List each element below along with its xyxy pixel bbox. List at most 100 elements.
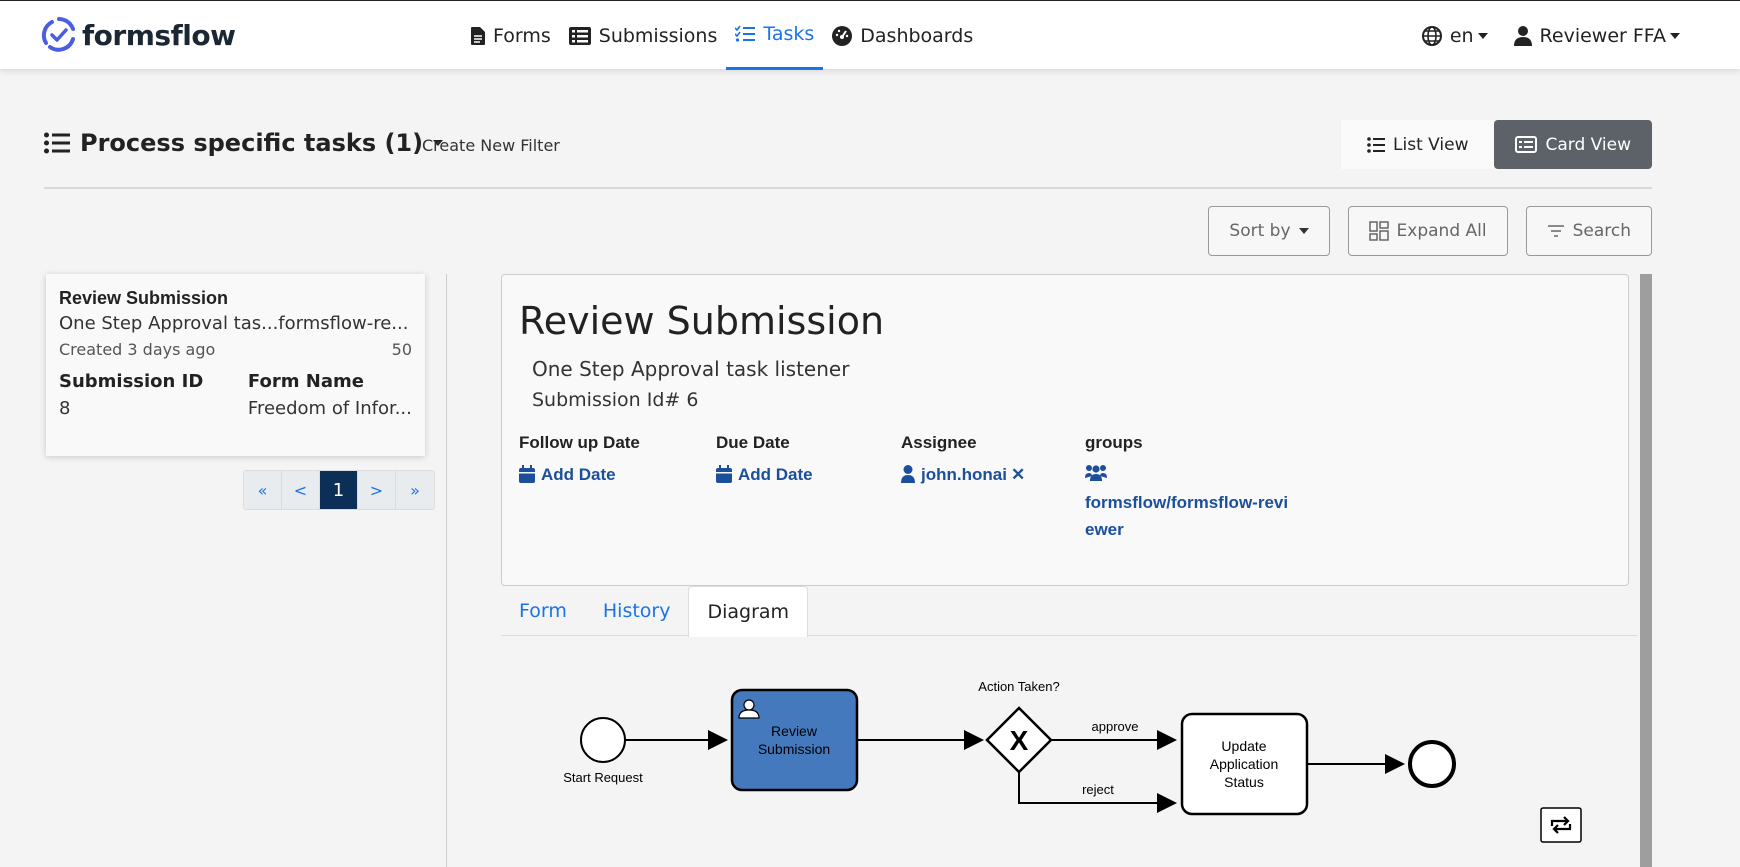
calendar-icon: [519, 465, 535, 483]
follow-up-add-date[interactable]: Add Date: [519, 465, 640, 485]
task-detail-card: Review Submission One Step Approval task…: [501, 274, 1629, 586]
update-task-label-line2: Application: [1210, 756, 1279, 772]
detail-scrollbar[interactable]: [1640, 274, 1652, 867]
task-created: Created 3 days ago: [59, 340, 216, 359]
follow-up-date-field: Follow up Date Add Date: [519, 433, 640, 485]
task-title: Review Submission: [59, 288, 229, 308]
chevron-down-icon: [1298, 228, 1309, 234]
end-event[interactable]: [1408, 740, 1456, 788]
nav-dashboards[interactable]: Dashboards: [823, 1, 982, 70]
language-label: en: [1449, 24, 1474, 47]
search-button[interactable]: Search: [1525, 206, 1652, 256]
reset-diagram-button[interactable]: [1540, 807, 1582, 843]
groups-label: groups: [1085, 433, 1143, 452]
globe-icon: [1421, 25, 1442, 46]
brand-logo[interactable]: formsflow: [40, 15, 236, 55]
submission-id-label: Submission ID: [59, 371, 204, 392]
flow-reject: [1018, 772, 1177, 813]
nav-submissions-label: Submissions: [598, 24, 718, 47]
assignee-name[interactable]: john.honai: [921, 465, 1007, 484]
sort-by-button[interactable]: Sort by: [1208, 206, 1330, 256]
chevron-down-icon: [1670, 32, 1680, 39]
view-toggle: List View Card View: [1341, 120, 1652, 169]
remove-assignee-icon[interactable]: ✕: [1010, 465, 1026, 484]
tab-form[interactable]: Form: [519, 600, 567, 622]
follow-up-value: Add Date: [541, 465, 616, 484]
create-filter-link[interactable]: Create New Filter: [422, 136, 560, 155]
task-priority: 50: [391, 340, 412, 359]
filter-dropdown[interactable]: Process specific tasks (1): [44, 129, 444, 157]
nav-right: en Reviewer FFA: [1396, 1, 1680, 70]
tab-diagram[interactable]: Diagram: [688, 586, 809, 637]
nav-tasks[interactable]: Tasks: [726, 1, 824, 70]
task-toolbar: Sort by Expand All Search: [1190, 206, 1652, 256]
list-box-icon: [568, 26, 591, 45]
filter-title: Process specific tasks (1): [80, 129, 424, 157]
groups-value[interactable]: formsflow/formsflow-reviewer: [1085, 493, 1289, 539]
main-nav: Forms Submissions Tasks Dashboards: [462, 1, 982, 70]
header-divider: [44, 187, 1652, 189]
file-icon: [471, 26, 485, 45]
gateway-label: Action Taken?: [978, 679, 1059, 694]
expand-all-button[interactable]: Expand All: [1347, 206, 1508, 256]
chevron-down-icon: [1477, 32, 1488, 39]
sort-by-label: Sort by: [1229, 221, 1291, 241]
assignee-value-wrap: john.honai ✕: [901, 465, 1025, 485]
search-label: Search: [1572, 221, 1631, 241]
nav-forms[interactable]: Forms: [462, 1, 560, 70]
gateway-x-icon: X: [1010, 725, 1029, 756]
task-detail-panel: Review Submission One Step Approval task…: [446, 274, 1652, 867]
list-icon: [1367, 136, 1386, 153]
follow-up-label: Follow up Date: [519, 433, 640, 452]
list-view-label: List View: [1393, 134, 1469, 155]
filter-icon: [1547, 225, 1564, 237]
update-task-label-line1: Update: [1221, 738, 1266, 754]
update-task-label-line3: Status: [1224, 774, 1264, 790]
task-description: One Step Approval tas...formsflow-re...: [59, 313, 409, 334]
review-task-label-line1: Review: [771, 723, 818, 739]
start-event[interactable]: [580, 717, 626, 763]
pagination: « < 1 > »: [243, 470, 435, 510]
checklist-icon: [735, 25, 756, 42]
brand-name: formsflow: [82, 18, 236, 52]
language-dropdown[interactable]: en: [1421, 24, 1488, 47]
user-dropdown[interactable]: Reviewer FFA: [1513, 24, 1680, 47]
expand-all-label: Expand All: [1396, 221, 1487, 241]
nav-submissions[interactable]: Submissions: [560, 1, 727, 70]
review-task-label-line2: Submission: [758, 741, 830, 757]
users-group-icon: [1085, 465, 1107, 481]
gauge-icon: [832, 25, 853, 46]
bpmn-diagram: Start Request Review Submission X Action…: [501, 636, 1637, 867]
due-date-value: Add Date: [738, 465, 813, 484]
form-name-label: Form Name: [247, 371, 364, 392]
user-icon: [901, 465, 915, 483]
chevron-down-icon: [433, 140, 444, 146]
task-list-item[interactable]: Review Submission One Step Approval tas.…: [46, 274, 425, 456]
page-current[interactable]: 1: [320, 471, 358, 509]
page-first[interactable]: «: [244, 471, 282, 509]
user-icon: [1513, 25, 1532, 46]
approve-label: approve: [1092, 719, 1139, 734]
formsflow-logo-icon: [41, 17, 75, 52]
nav-tasks-label: Tasks: [763, 23, 815, 45]
card-view-label: Card View: [1545, 134, 1631, 155]
list-view-button[interactable]: List View: [1341, 120, 1495, 169]
nav-dashboards-label: Dashboards: [860, 24, 974, 47]
page-next[interactable]: >: [358, 471, 396, 509]
start-event-label: Start Request: [563, 770, 643, 785]
detail-tabs: Form History Diagram: [501, 586, 1637, 637]
page-last[interactable]: »: [396, 471, 434, 509]
user-task-icon: [738, 699, 760, 719]
card-icon: [1515, 136, 1538, 153]
due-date-add-date[interactable]: Add Date: [716, 465, 813, 485]
page-prev[interactable]: <: [282, 471, 320, 509]
user-name: Reviewer FFA: [1539, 24, 1666, 47]
tab-history[interactable]: History: [602, 600, 671, 622]
groups-icon-wrap[interactable]: [1085, 463, 1295, 485]
due-date-label: Due Date: [716, 433, 790, 452]
card-view-button[interactable]: Card View: [1494, 120, 1652, 169]
list-icon: [44, 132, 70, 154]
detail-submission-id: Submission Id# 6: [532, 389, 699, 411]
detail-process-name: One Step Approval task listener: [532, 357, 850, 381]
calendar-icon: [716, 465, 732, 483]
